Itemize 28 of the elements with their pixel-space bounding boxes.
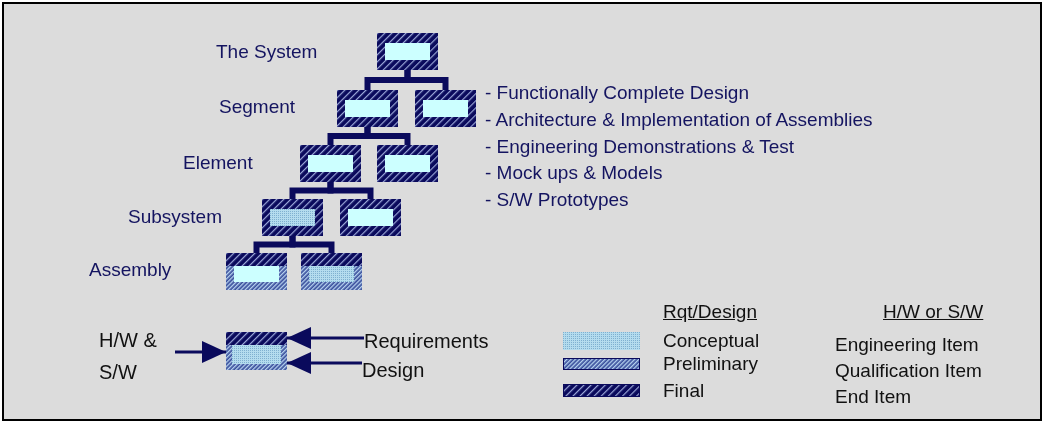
arrow-label: Requirements: [364, 325, 514, 351]
column-heading: Rqt/Design: [663, 300, 757, 324]
bullet-item: - Mock ups & Models: [485, 161, 663, 185]
legend-label: Conceptual: [663, 329, 760, 353]
legend-label: Final: [663, 378, 705, 403]
level-label: Element: [183, 151, 253, 175]
arrow: [287, 352, 362, 374]
tree-connector: [327, 182, 374, 199]
arrow-label: H/W & S/W: [99, 324, 171, 388]
item-type: Engineering Item: [835, 333, 979, 357]
tree-connector: [364, 127, 411, 145]
arrow: [175, 341, 226, 363]
item-type: Qualification Item: [835, 359, 982, 383]
bullet-item: - S/W Prototypes: [485, 188, 629, 212]
column-heading: H/W or S/W: [883, 300, 984, 324]
legend-label: Preliminary: [663, 352, 759, 376]
bullet-item: - Functionally Complete Design: [485, 81, 749, 105]
bullet-item: - Architecture & Implementation of Assemblies: [485, 108, 873, 132]
bullet-item: - Engineering Demonstrations & Test: [485, 135, 795, 159]
arrow-label: Design: [362, 354, 452, 380]
arrow: [287, 327, 364, 349]
level-label: Assembly: [89, 258, 172, 282]
level-label: Segment: [219, 95, 296, 119]
tree-connector: [289, 236, 335, 253]
tree-connector: [404, 70, 449, 90]
level-label: The System: [216, 40, 318, 64]
level-label: Subsystem: [128, 205, 222, 229]
item-type: End Item: [835, 385, 912, 409]
